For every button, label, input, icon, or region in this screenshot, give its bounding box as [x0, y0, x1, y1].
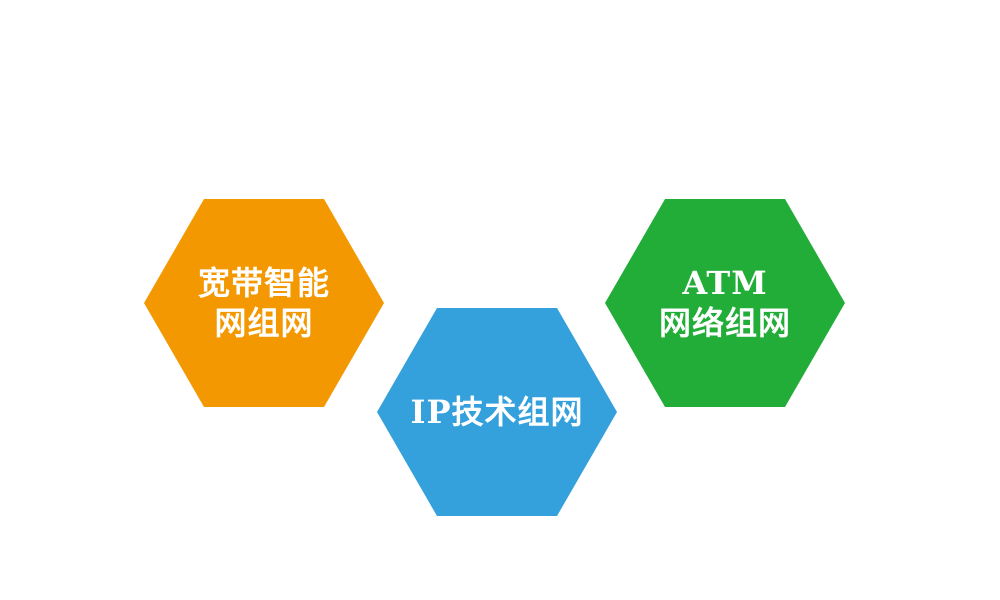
- hexagon-fill: [377, 308, 617, 516]
- hexagon-broadband-intelligent-networking: 宽带智能 网组网: [144, 199, 384, 407]
- hexagon-shape: [377, 308, 617, 516]
- hexagon-label: ATM 网络组网: [605, 199, 845, 407]
- hexagon-shape: [605, 199, 845, 407]
- hexagon-fill: [144, 199, 384, 407]
- hexagon-ip-networking: IP技术组网: [377, 308, 617, 516]
- hexagon-label-line: IP技术组网: [410, 393, 584, 431]
- hexagon-fill: [605, 199, 845, 407]
- hexagon-shape: [144, 199, 384, 407]
- hexagon-atm-networking: ATM 网络组网: [605, 199, 845, 407]
- hexagon-label: IP技术组网: [377, 308, 617, 516]
- hexagon-label-line: 网络组网: [658, 304, 791, 342]
- hexagon-label-line: 网组网: [214, 304, 314, 342]
- hexagon-label: 宽带智能 网组网: [144, 199, 384, 407]
- hexagon-label-line: 宽带智能: [197, 264, 330, 302]
- hexagon-label-line: ATM: [682, 264, 768, 302]
